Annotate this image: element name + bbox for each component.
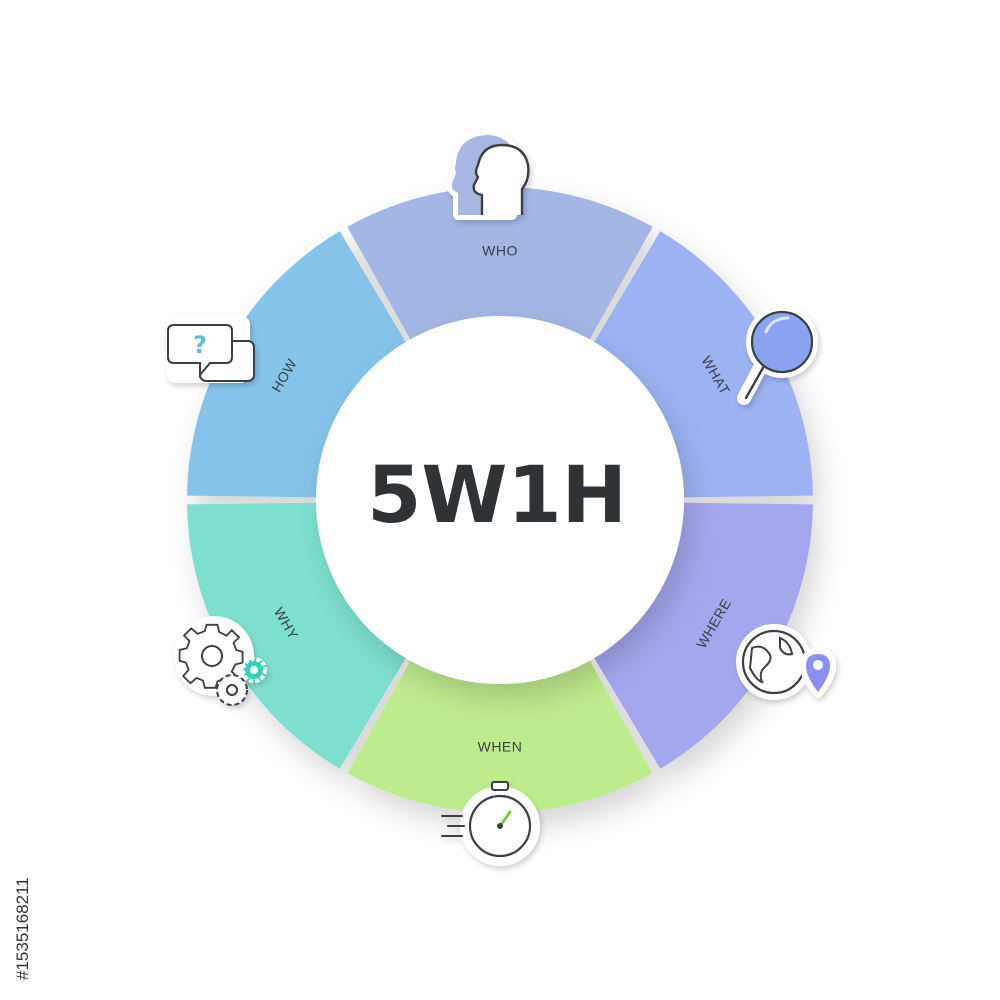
segment-when[interactable] [347, 660, 653, 813]
segment-why[interactable] [187, 502, 406, 769]
stock-id: #1535168211 [13, 877, 32, 980]
magnifier-icon [737, 306, 818, 405]
segment-label-who: WHO [482, 243, 518, 259]
head-silhouette-icon [446, 130, 530, 220]
center-title: 5W1H [367, 451, 627, 541]
segment-label-when: WHEN [478, 739, 523, 755]
center-disc [316, 316, 684, 684]
segment-how[interactable] [187, 231, 406, 498]
question-bubble-icon: ? [166, 315, 255, 383]
globe-pin-icon [736, 624, 836, 700]
segment-what[interactable] [594, 231, 813, 498]
gears-icon [174, 616, 267, 706]
segment-ring [187, 187, 813, 813]
stopwatch-icon [441, 781, 540, 866]
svg-text:?: ? [193, 331, 207, 359]
segment-who[interactable] [347, 187, 653, 340]
segment-where[interactable] [594, 502, 813, 769]
